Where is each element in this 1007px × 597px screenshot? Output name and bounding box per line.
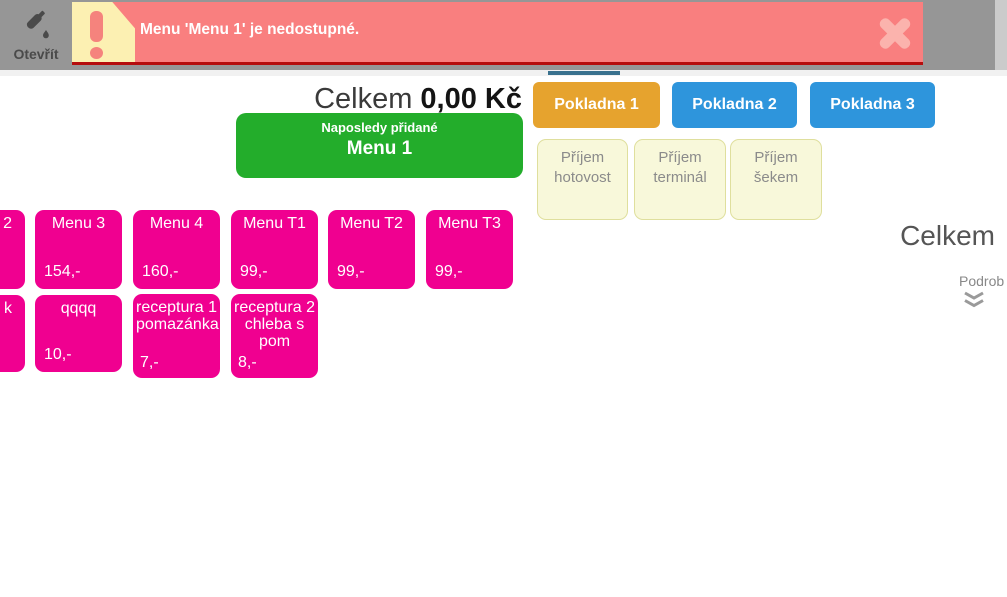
- close-icon[interactable]: [872, 10, 918, 56]
- open-button-label: Otevřít: [13, 46, 59, 62]
- notification-banner: Menu 'Menu 1' je nedostupné.: [72, 2, 923, 65]
- payment-cheque-button[interactable]: Příjem šekem: [730, 139, 822, 220]
- bottle-drop-icon: [26, 10, 49, 39]
- order-total-value: 0,00 Kč: [420, 83, 522, 115]
- open-button[interactable]: Otevřít: [0, 0, 72, 70]
- exclamation-icon: [90, 11, 103, 42]
- product-tile-menu-t1[interactable]: Menu T1 99,-: [231, 210, 318, 289]
- product-tile-cut-left-row1[interactable]: 2: [0, 210, 25, 289]
- notification-message: Menu 'Menu 1' je nedostupné.: [140, 21, 360, 38]
- register-button-2[interactable]: Pokladna 2: [672, 82, 797, 128]
- warning-icon-panel: [72, 2, 135, 62]
- product-tile-menu-3[interactable]: Menu 3 154,-: [35, 210, 122, 289]
- details-toggle-label[interactable]: Podrob: [959, 273, 1005, 289]
- active-tab-indicator: [548, 71, 620, 75]
- register-button-1[interactable]: Pokladna 1: [533, 82, 660, 128]
- product-tile-menu-4[interactable]: Menu 4 160,-: [133, 210, 220, 289]
- payment-cash-button[interactable]: Příjem hotovost: [537, 139, 628, 220]
- product-tile-menu-t3[interactable]: Menu T3 99,-: [426, 210, 513, 289]
- double-chevron-down-icon[interactable]: [963, 291, 985, 313]
- product-tile-cut-left-row2[interactable]: k: [0, 295, 25, 372]
- payment-terminal-button[interactable]: Příjem terminál: [634, 139, 726, 220]
- register-button-3[interactable]: Pokladna 3: [810, 82, 935, 128]
- last-added-item: Menu 1: [346, 138, 413, 159]
- order-total-label: Celkem: [314, 83, 413, 115]
- details-total-label: Celkem: [900, 220, 995, 251]
- last-added-button[interactable]: Naposledy přidané Menu 1: [236, 113, 523, 178]
- toolbar-bottom-strip: [0, 70, 1007, 76]
- product-tile-menu-t2[interactable]: Menu T2 99,-: [328, 210, 415, 289]
- product-tile-receptura-2[interactable]: receptura 2 chleba s pom 8,-: [231, 294, 318, 378]
- product-tile-qqqq[interactable]: qqqq 10,-: [35, 295, 122, 372]
- product-tile-receptura-1[interactable]: receptura 1 pomazánka 7,-: [133, 294, 220, 378]
- toolbar-right-cap: [995, 0, 1007, 70]
- exclamation-icon-dot: [90, 47, 103, 59]
- last-added-caption: Naposledy přidané: [321, 120, 438, 135]
